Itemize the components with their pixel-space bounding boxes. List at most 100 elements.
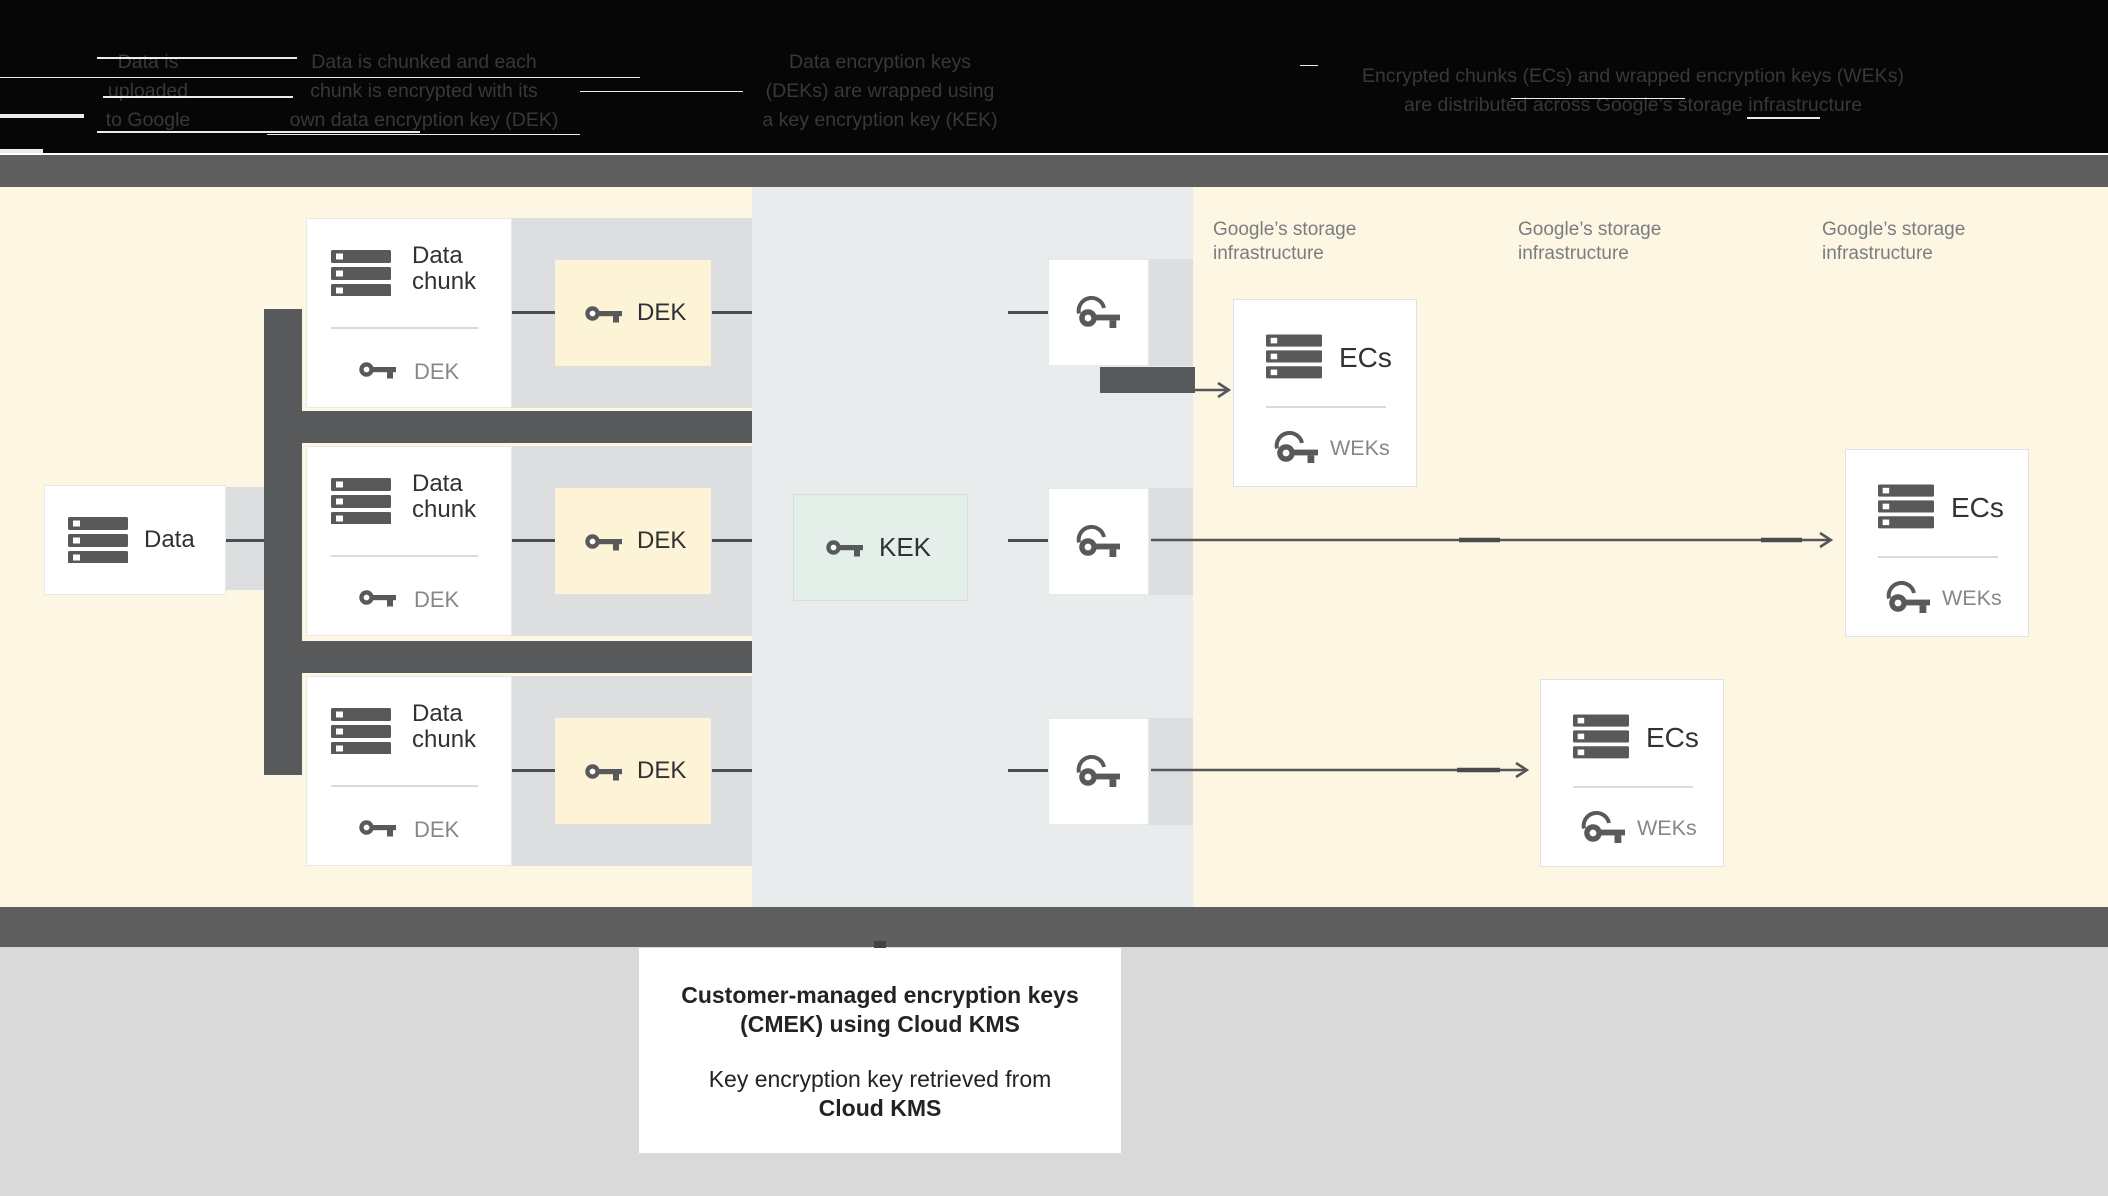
key-icon: [585, 533, 622, 550]
header-artifact-line: [1511, 98, 1685, 99]
top-divider-band: [0, 155, 2108, 187]
header-artifact-line: [103, 96, 293, 98]
data-chunk-box: Data chunk DEK: [306, 446, 512, 636]
data-split-trunk: [264, 309, 302, 775]
header-steps-bar: Data is uploaded to Google Data is chunk…: [0, 0, 2108, 153]
weks-label: WEKs: [1637, 816, 1697, 840]
caption-body-line: Key encryption key retrieved from: [708, 1066, 1052, 1092]
divider: [1266, 406, 1386, 408]
header-artifact-line: [580, 91, 743, 92]
wrapped-key-icon: [1076, 755, 1122, 788]
connector-line: [712, 311, 752, 314]
bottom-divider-band: [0, 907, 2108, 947]
arrow-to-ecs-3: [1151, 761, 1530, 779]
key-icon: [826, 540, 863, 557]
connector-line: [1008, 539, 1048, 542]
caption-bold-line: Cloud KMS: [818, 1095, 942, 1121]
kek-box: KEK: [793, 494, 968, 601]
key-icon: [359, 590, 396, 607]
wrapped-key-icon: [1274, 431, 1320, 464]
wrapped-key-icon: [1076, 525, 1122, 558]
header-artifact-line: [0, 149, 43, 153]
database-icon: [331, 478, 391, 524]
header-step-2: Data is chunked and each chunk is encryp…: [289, 51, 559, 131]
key-row-strip: [1149, 488, 1193, 595]
header-step-4: Encrypted chunks (ECs) and wrapped encry…: [1362, 65, 1904, 116]
kek-label: KEK: [879, 532, 932, 562]
header-step-1: Data is uploaded to Google: [105, 51, 191, 131]
chunk-dek-label: DEK: [414, 587, 460, 612]
connector-line: [512, 311, 555, 314]
ecs-box: ECs WEKs: [1845, 449, 2029, 637]
connector-line: [1008, 769, 1048, 772]
key-wrap-box: [1048, 718, 1149, 825]
header-artifact-line: [267, 134, 580, 135]
data-chunk-box: Data chunk DEK: [306, 218, 512, 408]
data-box-label: Data: [144, 526, 195, 553]
chunk-separator-bar: [264, 641, 752, 673]
connector-line: [712, 769, 752, 772]
key-row-strip: [1149, 259, 1193, 366]
storage-infrastructure-label: Google’s storage infrastructure: [1822, 219, 1966, 264]
connector-line: [226, 539, 264, 542]
ecs-label: ECs: [1339, 342, 1392, 373]
key-icon: [585, 305, 622, 322]
data-chunk-box: Data chunk DEK: [306, 676, 512, 866]
connector-line: [712, 539, 752, 542]
dek-label: DEK: [637, 299, 687, 326]
header-artifact-line: [0, 77, 640, 78]
database-icon: [1573, 714, 1629, 759]
ecs-box: ECs WEKs: [1540, 679, 1724, 867]
storage-infrastructure-label: Google’s storage infrastructure: [1213, 219, 1357, 264]
weks-label: WEKs: [1330, 436, 1390, 460]
key-icon: [585, 763, 622, 780]
ecs-label: ECs: [1951, 492, 2004, 523]
chunk-dek-label: DEK: [414, 359, 460, 384]
dek-box: DEK: [555, 718, 711, 824]
divider: [331, 555, 478, 557]
wrapped-key-icon: [1581, 811, 1627, 844]
key-wrap-box: [1048, 488, 1149, 595]
header-artifact-line: [0, 114, 84, 118]
database-icon: [331, 250, 391, 296]
key-icon: [359, 362, 396, 379]
header-artifact-line: [1747, 117, 1820, 119]
wrapped-key-flow-bar: [1100, 367, 1195, 393]
data-connector-strip: [226, 487, 264, 590]
key-row-strip: [1149, 718, 1193, 825]
storage-infrastructure-label: Google’s storage infrastructure: [1518, 219, 1662, 264]
wrapped-key-icon: [1886, 581, 1932, 614]
header-step-3: Data encryption keys (DEKs) are wrapped …: [762, 51, 998, 131]
weks-label: WEKs: [1942, 586, 2002, 610]
dek-box: DEK: [555, 488, 711, 594]
connector-line: [512, 769, 555, 772]
divider: [331, 785, 478, 787]
ecs-label: ECs: [1646, 722, 1699, 753]
caption-box: Customer-managed encryption keys (CMEK) …: [639, 948, 1121, 1153]
divider: [1878, 556, 1998, 558]
key-wrap-box: [1048, 259, 1149, 366]
database-icon: [1266, 334, 1322, 379]
dek-label: DEK: [637, 757, 687, 784]
chunk-separator-bar: [264, 411, 752, 443]
database-icon: [331, 708, 391, 754]
database-icon: [68, 517, 128, 563]
caption-gap: [639, 1039, 1121, 1065]
header-artifact-line: [1300, 65, 1318, 66]
data-chunk-title: Data chunk: [412, 242, 477, 295]
data-chunk-title: Data chunk: [412, 700, 477, 753]
connector-line: [512, 539, 555, 542]
wrapped-key-icon: [1076, 296, 1122, 329]
arrow-to-ecs-1: [1195, 381, 1232, 399]
caption-title-line-2: (CMEK) using Cloud KMS: [740, 1011, 1020, 1037]
key-icon: [359, 820, 396, 837]
data-box: Data: [44, 485, 226, 595]
dek-label: DEK: [637, 527, 687, 554]
ecs-box: ECs WEKs: [1233, 299, 1417, 487]
divider: [331, 327, 478, 329]
data-chunk-title: Data chunk: [412, 470, 477, 523]
dek-box: DEK: [555, 260, 711, 366]
caption-title-line-1: Customer-managed encryption keys: [681, 982, 1079, 1008]
header-artifact-line: [97, 131, 420, 133]
divider: [1573, 786, 1693, 788]
